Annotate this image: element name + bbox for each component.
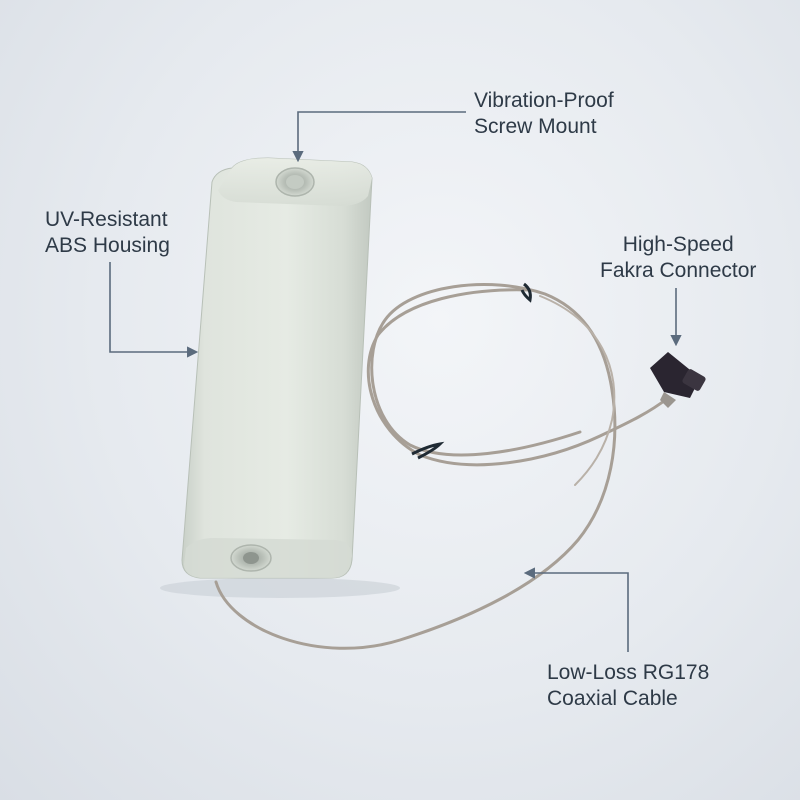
callout-screw-mount-line1: Vibration-Proof	[474, 89, 614, 112]
housing-body	[181, 157, 373, 579]
callout-housing: UV-Resistant ABS Housing	[45, 207, 170, 259]
callout-connector: High-Speed Fakra Connector	[600, 232, 756, 284]
connector-body	[650, 352, 700, 398]
callout-cable-line2: Coaxial Cable	[547, 687, 678, 710]
leader-line-cable	[523, 567, 629, 652]
cable-tie-bottom	[411, 441, 445, 460]
cable-segment-loop	[366, 288, 670, 467]
callout-cable-line1: Low-Loss RG178	[547, 661, 710, 684]
housing-shadow	[160, 578, 400, 598]
callout-connector-line2: Fakra Connector	[600, 259, 757, 282]
cable-segment-inner	[539, 295, 616, 486]
callout-screw-mount: Vibration-Proof Screw Mount	[474, 88, 614, 140]
connector-tip	[682, 369, 706, 391]
bottom-screw-hole-inner	[243, 552, 259, 564]
fakra-connector	[650, 352, 706, 408]
leader-line-screw-mount	[292, 111, 466, 163]
connector-ferrule	[660, 392, 676, 408]
coaxial-cable	[214, 283, 670, 650]
antenna-housing	[181, 157, 373, 579]
callout-housing-line1: UV-Resistant	[45, 208, 168, 231]
leader-line-housing	[109, 262, 199, 358]
callout-connector-line1: High-Speed	[622, 233, 734, 256]
cable-tie-top	[520, 282, 532, 303]
callout-cable: Low-Loss RG178 Coaxial Cable	[547, 660, 709, 712]
callout-housing-line2: ABS Housing	[45, 234, 170, 257]
top-screw-hole-inner	[286, 175, 304, 189]
cable-segment-main	[214, 283, 617, 650]
callout-screw-mount-line2: Screw Mount	[474, 115, 597, 138]
